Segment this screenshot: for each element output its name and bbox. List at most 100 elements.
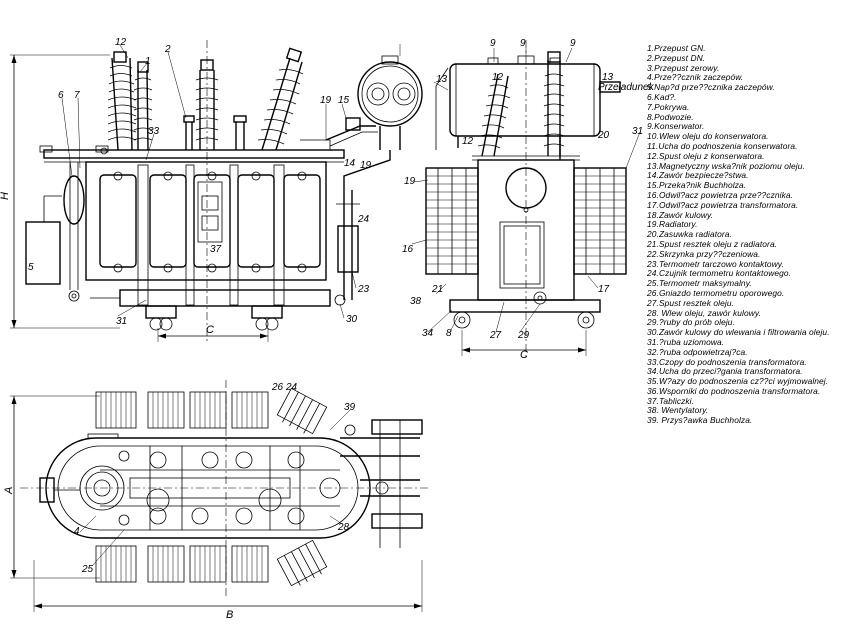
callout-14: 14 [344, 158, 356, 169]
callout-24: 24 [285, 382, 298, 393]
conservator-plate-text: Przeładunek [598, 82, 655, 93]
callout-6: 6 [58, 90, 64, 101]
legend-item: 31.?ruba uziomowa. [647, 337, 725, 347]
callout-31: 31 [116, 316, 127, 327]
legend-item: 23.Termometr tarczowo kontaktowy. [647, 259, 784, 269]
callout-27: 27 [489, 330, 502, 341]
side-width-dimension-label: C [206, 324, 214, 336]
legend-item: 16.Odwil?acz powietrza prze??cznika. [647, 190, 794, 200]
legend-item: 34.Ucha do przeci?gania transformatora. [647, 367, 803, 377]
legend-item: 28. Wlew oleju, zawór kulowy. [647, 308, 761, 318]
legend-item: 15.Przeka?nik Buchholza. [647, 181, 747, 191]
legend-item: 8.Podwozie. [647, 112, 694, 122]
callout-39: 39 [344, 402, 356, 413]
legend-item: 37.Tabliczki. [647, 396, 695, 406]
callout-19: 19 [404, 176, 416, 187]
callout-33: 33 [148, 126, 160, 137]
callout-22: 23 [357, 284, 370, 295]
parts-legend: 1.Przepust GN.2.Przepust DN.3.Przepust z… [647, 44, 853, 426]
callout-18: 19 [320, 95, 332, 106]
legend-item: 30.Zawór kulowy do wlewania i filtrowani… [647, 328, 830, 338]
callout-5: 5 [28, 262, 34, 273]
legend-item: 17.Odwil?acz powietrza transformatora. [647, 200, 799, 210]
callout-25: 25 [81, 564, 94, 575]
legend-item: 21.Spust resztek oleju z radiatora. [647, 239, 778, 249]
lv-bushings [183, 59, 247, 150]
legend-item: 6.Kad?. [647, 92, 677, 102]
legend-item: 1.Przepust GN. [647, 44, 706, 53]
legend-item: 7.Pokrywa. [647, 102, 690, 112]
legend-item: 35.W?azy do podnoszenia cz??ci wyjmowaln… [647, 377, 829, 387]
legend-item: 36.Wsporniki do podnoszenia transformato… [647, 386, 821, 396]
tap-changer-drive [25, 162, 85, 302]
callout-13-left: 13 [436, 74, 448, 85]
legend-item: 13.Magnetyczny wska?nik poziomu oleju. [647, 161, 805, 171]
callout-21: 21 [431, 284, 443, 295]
callout-28: 28 [337, 522, 350, 533]
callout-16: 16 [402, 244, 414, 255]
legend-item: 22.Skrzynka przy??czeniowa. [647, 249, 761, 259]
plan-fans [276, 387, 328, 587]
legend-item: 24.Czujnik termometru kontaktowego. [647, 269, 792, 279]
legend-item: 25.Termometr maksymalny. [647, 279, 752, 289]
legend-item: 33.Czopy do podnoszenia transformatora. [647, 357, 807, 367]
callout-23: 24 [357, 214, 370, 225]
hv-bushing-right [257, 47, 304, 151]
callout-12: 12 [462, 136, 474, 147]
legend-item: 4.Prze??cznik zaczepów. [647, 73, 744, 83]
legend-item: 3.Przepust zerowy. [647, 63, 720, 73]
terminal-box [334, 190, 360, 306]
callout-3-front: 12 [492, 72, 504, 83]
callout-4: 4 [74, 526, 80, 537]
hv-bushing-left [107, 51, 153, 151]
callout-29: 30 [346, 314, 358, 325]
legend-item: 32.?ruba odpowietrzaj?ca. [647, 347, 748, 357]
legend-item: 19.Radiatory. [647, 220, 698, 230]
plan-view: A B [3, 380, 430, 621]
callout-34: 34 [422, 328, 434, 339]
callout-15: 15 [338, 95, 350, 106]
legend-item: 29.?ruby do prób oleju. [647, 318, 735, 328]
callout-26: 26 [271, 382, 284, 393]
callout-11: 9 [490, 38, 496, 49]
legend-item: 39. Przys?awka Buchholza. [647, 416, 753, 426]
plan-piping [340, 419, 423, 548]
callout-32: 31 [632, 126, 643, 137]
callout-38: 38 [410, 296, 422, 307]
legend-item: 9.Konserwator. [647, 122, 705, 132]
callout-18b: 19 [360, 160, 372, 171]
callout-37: 37 [210, 244, 222, 255]
legend-item: 2.Przepust DN. [647, 53, 706, 63]
callout-13-right: 13 [602, 72, 614, 83]
legend-item: 38. Wentylatory. [647, 406, 709, 416]
callout-3: 12 [115, 37, 127, 48]
callout-7: 7 [74, 90, 80, 101]
front-radiators [425, 167, 627, 275]
callout-17: 17 [598, 284, 610, 295]
legend-item: 20.Zasuwka radiatora. [647, 230, 732, 240]
front-width-dimension-label: C [520, 349, 528, 361]
callout-30: 29 [517, 330, 530, 341]
callout-2: 2 [164, 44, 171, 55]
legend-item: 27.Spust resztek oleju. [647, 298, 735, 308]
callout-leaders [61, 44, 641, 567]
callout-1: 1 [145, 56, 151, 67]
legend-item: 14.Zawór bezpiecze?stwa. [647, 171, 749, 181]
legend-item: 11.Ucha do podnoszenia konserwatora. [647, 141, 798, 151]
legend-item: 5.Nap?d prze??cznika zaczepów. [647, 83, 775, 93]
callout-10: 9 [520, 38, 526, 49]
callout-numbers: 12 1 2 6 7 33 19 15 14 19 5 37 24 23 30 … [28, 37, 643, 575]
plan-length-dimension-label: B [226, 609, 233, 621]
legend-item: 26.Gniazdo termometru oporowego. [647, 288, 785, 298]
conservator-end-view [325, 55, 423, 190]
legend-item: 12.Spust oleju z konserwatora. [647, 151, 765, 161]
plan-width-dimension-label: A [3, 487, 15, 495]
front-view: Przeładunek [425, 40, 655, 361]
legend-item: 18.Zawór kulowy. [647, 210, 714, 220]
height-dimension-label: H [0, 192, 11, 200]
callout-8: 8 [446, 328, 452, 339]
callout-9: 9 [570, 38, 576, 49]
callout-20: 20 [597, 130, 610, 141]
legend-item: 10.Wlew oleju do konserwatora. [647, 132, 769, 142]
